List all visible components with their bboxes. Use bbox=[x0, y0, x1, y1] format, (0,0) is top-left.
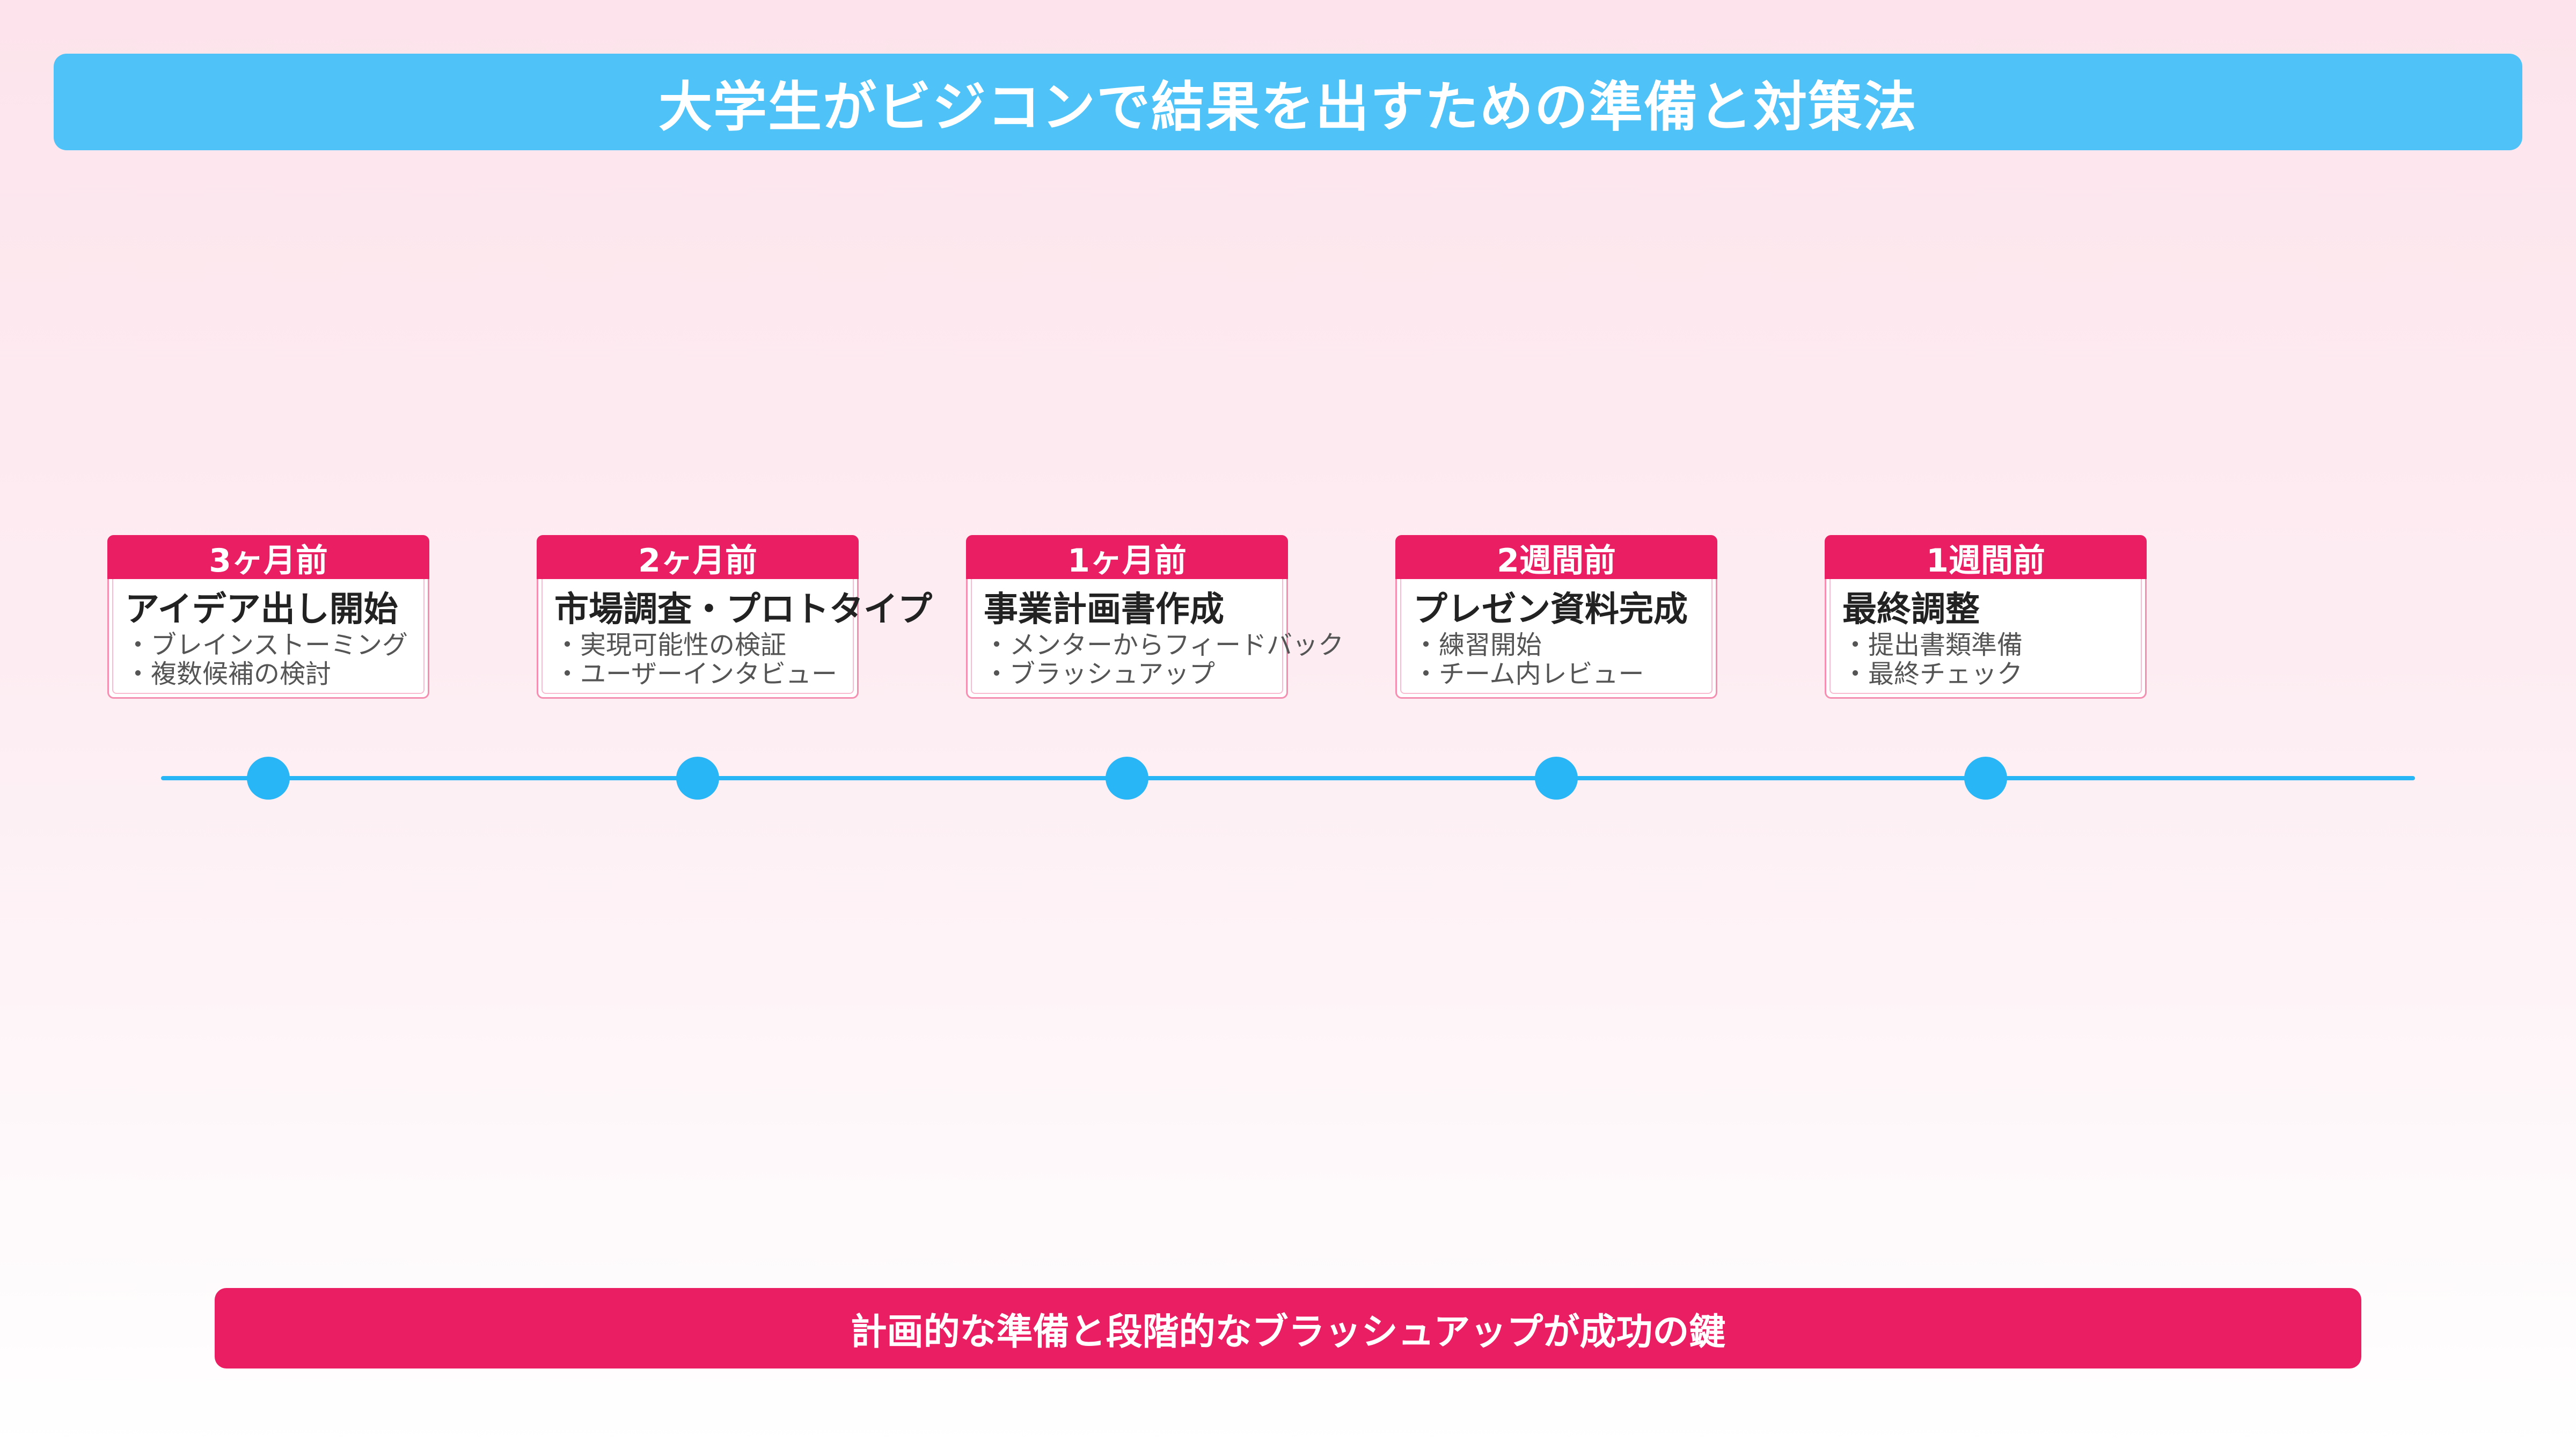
card-item: ・提出書類準備 bbox=[1842, 630, 2023, 660]
timeline-dot bbox=[1106, 757, 1148, 800]
card-title: 市場調査・プロトタイプ bbox=[554, 590, 932, 630]
timeline-card-2-weeks: 2週間前 プレゼン資料完成 ・練習開始 ・チーム内レビュー bbox=[1395, 535, 1717, 699]
timeline-card-2-months: 2ヶ月前 市場調査・プロトタイプ ・実現可能性の検証 ・ユーザーインタビュー bbox=[537, 535, 932, 699]
timeline-dot bbox=[1535, 757, 1578, 800]
page-title: 大学生がビジコンで結果を出すための準備と対策法 bbox=[54, 54, 2522, 150]
timeline-card-1-month: 1ヶ月前 事業計画書作成 ・メンターからフィードバック ・ブラッシュアップ bbox=[966, 535, 1344, 699]
card-title: プレゼン資料完成 bbox=[1413, 590, 1688, 630]
card-period-label: 3ヶ月前 bbox=[107, 535, 429, 579]
card-item: ・練習開始 bbox=[1413, 630, 1542, 660]
timeline-line bbox=[161, 776, 2415, 780]
card-item: ・ブレインストーミング bbox=[125, 630, 408, 660]
conclusion-banner: 計画的な準備と段階的なブラッシュアップが成功の鍵 bbox=[215, 1288, 2361, 1368]
card-title: アイデア出し開始 bbox=[125, 590, 398, 630]
card-period-label: 2ヶ月前 bbox=[537, 535, 859, 579]
card-item: ・複数候補の検討 bbox=[125, 659, 332, 689]
timeline-dot bbox=[676, 757, 719, 800]
card-item: ・最終チェック bbox=[1842, 659, 2023, 689]
card-period-label: 2週間前 bbox=[1395, 535, 1717, 579]
card-item: ・実現可能性の検証 bbox=[554, 630, 787, 660]
card-period-label: 1週間前 bbox=[1825, 535, 2147, 579]
timeline-dot bbox=[247, 757, 290, 800]
timeline-card-3-months: 3ヶ月前 アイデア出し開始 ・ブレインストーミング ・複数候補の検討 bbox=[107, 535, 429, 699]
card-item: ・ユーザーインタビュー bbox=[554, 659, 838, 689]
card-title: 最終調整 bbox=[1842, 590, 1980, 630]
card-item: ・メンターからフィードバック bbox=[984, 630, 1344, 660]
card-title: 事業計画書作成 bbox=[984, 590, 1224, 630]
card-item: ・ブラッシュアップ bbox=[984, 659, 1216, 689]
timeline-card-1-week: 1週間前 最終調整 ・提出書類準備 ・最終チェック bbox=[1825, 535, 2147, 699]
card-period-label: 1ヶ月前 bbox=[966, 535, 1288, 579]
timeline-dot bbox=[1964, 757, 2007, 800]
card-item: ・チーム内レビュー bbox=[1413, 659, 1644, 689]
